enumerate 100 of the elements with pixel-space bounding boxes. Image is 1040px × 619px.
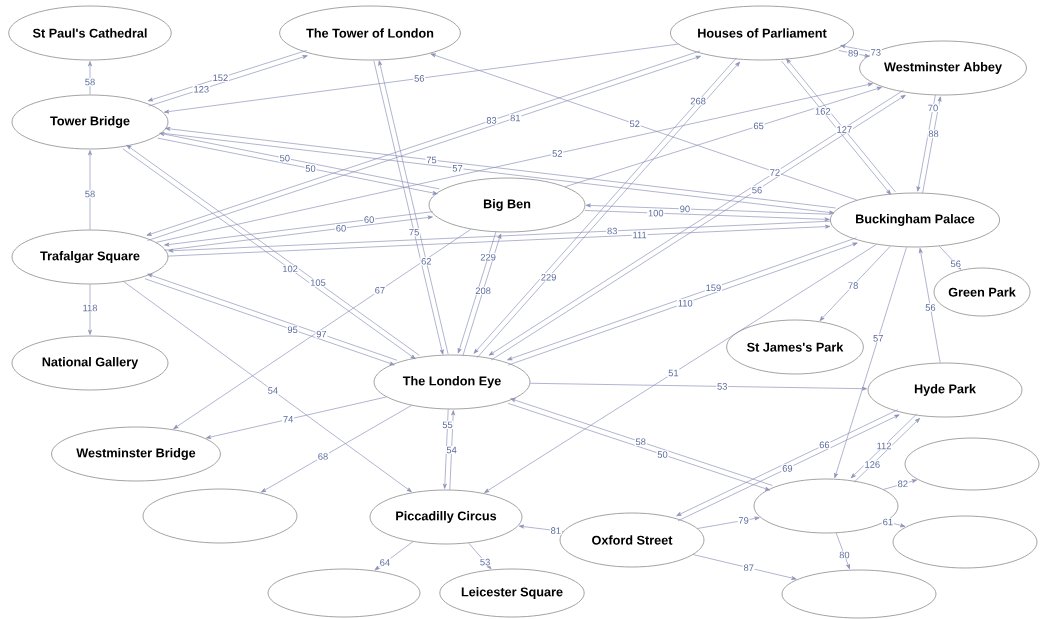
arrow <box>922 96 942 194</box>
edge-label: 111 <box>631 231 648 239</box>
arrow <box>468 542 492 570</box>
edge-label: 126 <box>863 460 881 469</box>
edge-label: 102 <box>281 264 299 273</box>
edge-label: 52 <box>628 119 641 128</box>
edge-label: 90 <box>678 204 691 213</box>
place-ellipse <box>753 478 899 534</box>
edge-label: 64 <box>378 558 391 567</box>
edge-label: 56 <box>413 74 426 83</box>
edge-label: 208 <box>474 286 492 295</box>
edge-label: 53 <box>716 382 729 391</box>
arrow <box>163 43 679 114</box>
edge-label: 81 <box>509 113 522 123</box>
edge-label: 73 <box>869 48 882 57</box>
arrow <box>155 82 873 243</box>
edge-label: 100 <box>647 209 665 218</box>
edge-label: 83 <box>606 226 619 236</box>
edge-label: 229 <box>540 273 558 282</box>
edge-label: 56 <box>949 259 962 268</box>
edge-label: 75 <box>425 155 438 165</box>
arrow <box>484 244 877 493</box>
edge-label: 56 <box>751 186 763 195</box>
edge-label: 69 <box>781 464 794 473</box>
edge-label: 50 <box>304 164 317 173</box>
edge-label: 58 <box>84 189 96 199</box>
arrow <box>88 150 92 230</box>
edge-label: 50 <box>278 154 291 163</box>
edge-label: 54 <box>445 445 458 455</box>
arrow <box>840 44 872 52</box>
edge-label: 57 <box>451 164 464 173</box>
arrow <box>88 284 92 335</box>
edge-label: 78 <box>847 281 860 290</box>
edge-label: 68 <box>317 452 329 461</box>
edge-label: 110 <box>676 299 694 308</box>
arrow <box>205 396 387 439</box>
edge-label: 229 <box>479 253 497 262</box>
arrow <box>173 228 472 430</box>
edge-label: 75 <box>408 228 421 237</box>
edge-label: 56 <box>924 303 937 312</box>
place-ellipse <box>781 569 937 619</box>
edge-label: 66 <box>818 440 831 449</box>
arrow <box>564 86 882 188</box>
edge-label: 82 <box>896 479 909 488</box>
arrow <box>123 281 412 493</box>
edge-label: 53 <box>479 558 492 567</box>
edge-label: 61 <box>881 517 894 527</box>
edge-label: 123 <box>192 85 210 94</box>
arrow <box>584 210 830 222</box>
arrow <box>834 246 907 479</box>
edge-label: 60 <box>363 215 376 224</box>
arrow <box>819 245 891 321</box>
edge-label: 57 <box>872 334 885 343</box>
arrow <box>585 203 831 215</box>
arrow <box>692 554 797 580</box>
place-ellipse <box>142 488 298 544</box>
edge-label: 81 <box>549 526 562 535</box>
edge-label: 70 <box>927 103 939 112</box>
edge-label: 58 <box>634 437 647 446</box>
edge-label: 127 <box>835 125 853 134</box>
arrow <box>88 61 92 95</box>
arrow <box>449 410 456 491</box>
edge-label: 105 <box>309 278 327 287</box>
edge-label: 83 <box>485 116 498 125</box>
edge-label: 51 <box>667 368 680 378</box>
place-ellipse <box>267 568 421 618</box>
edge-label: 118 <box>81 303 99 313</box>
edge-label: 62 <box>420 257 433 266</box>
edge-label: 95 <box>286 325 299 334</box>
edge-label: 54 <box>266 386 279 395</box>
arrow <box>430 53 858 201</box>
edge-label: 87 <box>742 563 755 572</box>
edge-label: 268 <box>689 97 707 106</box>
edge-label: 79 <box>737 516 750 525</box>
edge-label: 162 <box>814 107 832 116</box>
edge-label: 152 <box>211 73 229 82</box>
edge-label: 55 <box>441 420 454 429</box>
edge-label: 72 <box>768 168 781 177</box>
edge-label: 89 <box>847 49 860 58</box>
arrow <box>261 405 412 493</box>
edge-label: 50 <box>656 450 669 459</box>
edge-label: 88 <box>927 129 940 138</box>
arrow <box>883 479 918 490</box>
arrow <box>442 408 449 489</box>
arrow <box>918 248 941 363</box>
edge-label: 58 <box>84 77 96 87</box>
edge-label: 67 <box>373 286 386 295</box>
edge-label: 65 <box>752 121 765 130</box>
edge-label: 74 <box>282 415 295 424</box>
arrow <box>518 524 564 532</box>
edge-label: 159 <box>704 283 722 292</box>
edge-label: 52 <box>551 149 564 158</box>
arrow <box>374 541 414 571</box>
arrow <box>530 382 868 391</box>
arrow <box>697 516 760 529</box>
arrow <box>838 50 870 58</box>
edge-label: 112 <box>875 441 893 450</box>
arrow <box>835 532 850 570</box>
edge-label: 97 <box>315 330 328 339</box>
place-ellipse <box>892 515 1038 569</box>
